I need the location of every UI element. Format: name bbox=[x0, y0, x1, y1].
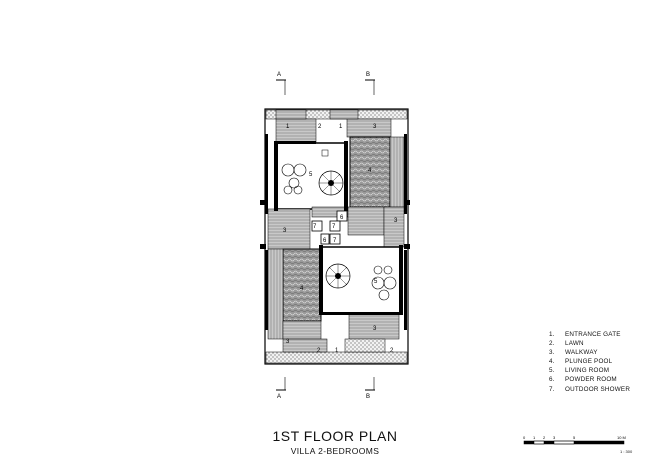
legend: 1. ENTRANCE GATE 2. LAWN 3. WALKWAY 4. PLUNG… bbox=[549, 330, 630, 394]
section-label-b-bottom: B bbox=[366, 394, 370, 400]
legend-num: 6. bbox=[549, 376, 555, 384]
center-core bbox=[311, 206, 385, 245]
walkway-mid-right bbox=[383, 206, 405, 248]
legend-label: LAWN bbox=[565, 340, 584, 348]
walkway-upper-right bbox=[346, 118, 392, 138]
deck-lower-left bbox=[267, 248, 284, 340]
section-label-a-bottom: A bbox=[277, 394, 281, 400]
tag-walkway-top-3: 3 bbox=[373, 124, 377, 130]
legend-label: PLUNGE POOL bbox=[565, 358, 613, 366]
tag-lawn-bottom-2: 2 bbox=[317, 348, 321, 354]
tag-gate-bottom-1: 1 bbox=[335, 348, 339, 354]
legend-label: ENTRANCE GATE bbox=[565, 331, 621, 338]
tag-walkway-lower-left-3: 3 bbox=[286, 339, 290, 345]
walkway-upper-left bbox=[275, 118, 317, 144]
scale-tick-10: 10 M bbox=[617, 435, 626, 440]
legend-item: 5. LIVING ROOM bbox=[549, 366, 630, 375]
deck-upper-right bbox=[389, 136, 405, 208]
scale-tick-0: 0 bbox=[523, 435, 526, 440]
plunge-pool-lower bbox=[282, 248, 322, 322]
room-tags: 1 2 1 3 4 5 3 3 6 7 7 6 7 4 5 3 3 2 1 2 bbox=[283, 124, 398, 354]
tag-pool-lower-4: 4 bbox=[300, 286, 304, 292]
legend-num: 1. bbox=[549, 331, 555, 338]
tag-walkway-mid-left-3: 3 bbox=[283, 228, 287, 234]
legend-item: 2. LAWN bbox=[549, 339, 630, 348]
legend-label: WALKWAY bbox=[565, 349, 598, 357]
scale-tick-3: 3 bbox=[553, 435, 556, 440]
scale-tick-1: 1 bbox=[533, 435, 536, 440]
tag-shower-7-a: 7 bbox=[313, 224, 317, 230]
tag-living-upper-5: 5 bbox=[309, 172, 313, 178]
tag-walkway-mid-right-3: 3 bbox=[394, 218, 398, 224]
legend-num: 7. bbox=[549, 385, 555, 393]
legend-item: 7. OUTDOOR SHOWER bbox=[549, 385, 630, 394]
walls bbox=[260, 134, 410, 330]
lawn-bottom bbox=[265, 351, 408, 364]
section-label-b-top: B bbox=[366, 72, 370, 78]
entrance-area-top bbox=[275, 109, 359, 120]
living-room-lower bbox=[320, 246, 402, 314]
section-marker-b-top: B bbox=[365, 72, 375, 95]
tag-gate-top-1: 1 bbox=[339, 124, 343, 130]
entrance-area-bottom bbox=[282, 338, 386, 353]
walkway-upper-lower-left bbox=[267, 208, 311, 250]
legend-item: 4. PLUNGE POOL bbox=[549, 357, 630, 366]
legend-num: 2. bbox=[549, 340, 555, 348]
plunge-pool-upper bbox=[349, 136, 391, 208]
tag-lawn-bottom-right-2: 2 bbox=[390, 348, 394, 354]
tag-powder-6-b: 6 bbox=[323, 238, 327, 244]
drawing-subtitle: VILLA 2-BEDROOMS bbox=[290, 446, 380, 456]
legend-item: 3. WALKWAY bbox=[549, 348, 630, 357]
tag-shower-7-c: 7 bbox=[333, 238, 337, 244]
tag-pool-upper-4: 4 bbox=[368, 168, 372, 174]
scale-tick-5: 5 bbox=[573, 435, 576, 440]
tag-living-lower-5: 5 bbox=[374, 279, 378, 285]
drawing-title: 1ST FLOOR PLAN bbox=[272, 428, 398, 444]
legend-item: 6. POWDER ROOM bbox=[549, 375, 630, 384]
legend-num: 5. bbox=[549, 367, 555, 375]
section-marker-a-top: A bbox=[276, 72, 286, 95]
legend-label: OUTDOOR SHOWER bbox=[565, 385, 631, 393]
legend-label: POWDER ROOM bbox=[565, 376, 617, 384]
section-marker-a-bottom: A bbox=[276, 377, 286, 400]
scale-ratio: 1 : 300 bbox=[620, 449, 633, 454]
scale-bar: 0 1 2 3 5 10 M bbox=[523, 435, 626, 445]
walkway-lower-left bbox=[282, 320, 322, 340]
section-label-a-top: A bbox=[277, 72, 281, 78]
legend-item: 1. ENTRANCE GATE bbox=[549, 330, 630, 339]
tag-walkway-lower-right-3: 3 bbox=[373, 326, 377, 332]
legend-num: 4. bbox=[549, 358, 555, 366]
tag-lawn-top-2: 2 bbox=[318, 124, 322, 130]
walkway-lower-right bbox=[348, 312, 400, 340]
section-marker-b-bottom: B bbox=[365, 377, 375, 400]
tag-entrance-top-1: 1 bbox=[286, 124, 290, 130]
scale-tick-2: 2 bbox=[543, 435, 546, 440]
legend-num: 3. bbox=[549, 349, 555, 357]
legend-label: LIVING ROOM bbox=[565, 367, 610, 375]
tag-shower-7-b: 7 bbox=[332, 224, 336, 230]
tag-powder-6-a: 6 bbox=[340, 215, 344, 221]
